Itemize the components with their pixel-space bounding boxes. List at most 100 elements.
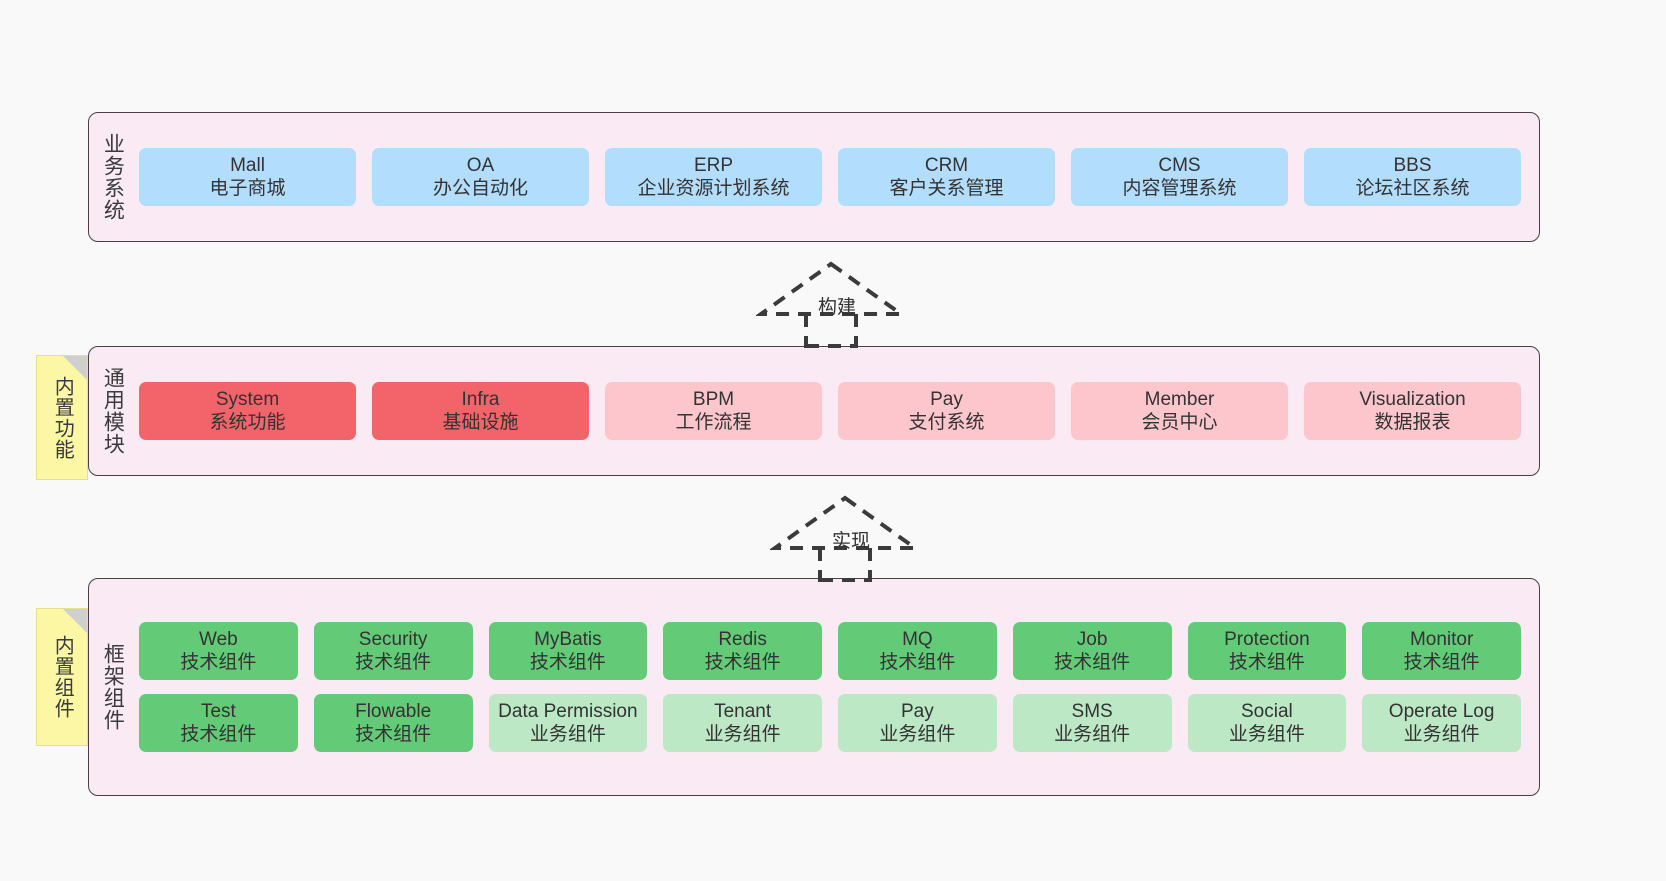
- component-card-subtitle: 数据报表: [1374, 412, 1451, 433]
- component-card-subtitle: 技术组件: [529, 651, 606, 673]
- sticky-note-builtin-components-text: 内置组件: [51, 635, 74, 719]
- component-card-subtitle: 电子商城: [209, 178, 286, 199]
- component-card-subtitle: 业务组件: [879, 724, 956, 746]
- component-card-subtitle: 技术组件: [1403, 651, 1480, 673]
- component-card-subtitle: 企业资源计划系统: [637, 178, 790, 199]
- component-card-subtitle: 工作流程: [675, 412, 752, 433]
- component-card-title: Test: [200, 701, 236, 722]
- component-card-title: Redis: [718, 628, 767, 650]
- component-card-subtitle: 技术组件: [704, 651, 781, 673]
- component-card-title: BBS: [1393, 154, 1432, 176]
- component-card-subtitle: 技术组件: [1228, 651, 1305, 673]
- sticky-note-builtin-features-text: 内置功能: [51, 375, 74, 460]
- component-card-subtitle: 系统功能: [209, 412, 286, 433]
- component-card-title: Visualization: [1359, 388, 1466, 410]
- connector-build-label: 构建: [818, 297, 857, 318]
- component-card-title: Monitor: [1409, 628, 1474, 650]
- component-card-title: ERP: [693, 154, 734, 176]
- sticky-note-builtin-features: 内置功能: [36, 355, 88, 480]
- component-card-title: MQ: [902, 628, 933, 650]
- component-card-title: Flowable: [355, 701, 432, 722]
- connector-build-arrow: [756, 261, 906, 348]
- common-module-layer-title: 通用模块: [101, 367, 125, 455]
- component-card-title: Data Permission: [498, 701, 638, 722]
- component-card-title: Protection: [1224, 628, 1310, 650]
- business-system-layer-title: 业务系统: [101, 133, 125, 221]
- component-card-subtitle: 技术组件: [1054, 651, 1131, 673]
- component-card-subtitle: 技术组件: [355, 724, 432, 746]
- connector-implement-label: 实现: [832, 531, 871, 552]
- component-card-subtitle: 技术组件: [355, 651, 432, 673]
- component-card-title: Infra: [461, 388, 500, 410]
- component-card-subtitle: 业务组件: [1228, 724, 1305, 746]
- component-card-subtitle: 业务组件: [529, 724, 606, 746]
- component-card-subtitle: 技术组件: [180, 651, 257, 673]
- connector-implement-arrow: [770, 495, 920, 582]
- component-card-title: CRM: [924, 154, 969, 176]
- component-card-title: Social: [1241, 701, 1293, 722]
- component-card-subtitle: 会员中心: [1141, 412, 1218, 433]
- component-card-title: MyBatis: [534, 628, 602, 650]
- component-card-title: Web: [199, 628, 238, 650]
- component-card-subtitle: 论坛社区系统: [1355, 178, 1470, 199]
- component-card-title: Pay: [930, 388, 963, 410]
- component-card-subtitle: 客户关系管理: [889, 178, 1004, 199]
- component-card-subtitle: 支付系统: [908, 412, 985, 433]
- component-card-subtitle: 基础设施: [442, 412, 519, 433]
- component-card-title: Job: [1076, 628, 1108, 650]
- component-card-subtitle: 技术组件: [879, 651, 956, 673]
- component-card-title: Mall: [230, 154, 265, 176]
- component-card-subtitle: 内容管理系统: [1122, 178, 1237, 199]
- framework-component-layer-title: 框架组件: [101, 643, 125, 731]
- component-card-title: SMS: [1071, 701, 1113, 722]
- component-card-subtitle: 业务组件: [1403, 724, 1480, 746]
- component-card-subtitle: 业务组件: [704, 724, 781, 746]
- component-card-subtitle: 技术组件: [180, 724, 257, 746]
- component-card-subtitle: 办公自动化: [432, 178, 528, 199]
- component-card-title: Pay: [901, 701, 934, 722]
- component-card-title: Operate Log: [1388, 701, 1495, 722]
- component-card-subtitle: 业务组件: [1054, 724, 1131, 746]
- sticky-fold-corner-icon: [63, 609, 87, 633]
- component-card-title: OA: [466, 154, 495, 176]
